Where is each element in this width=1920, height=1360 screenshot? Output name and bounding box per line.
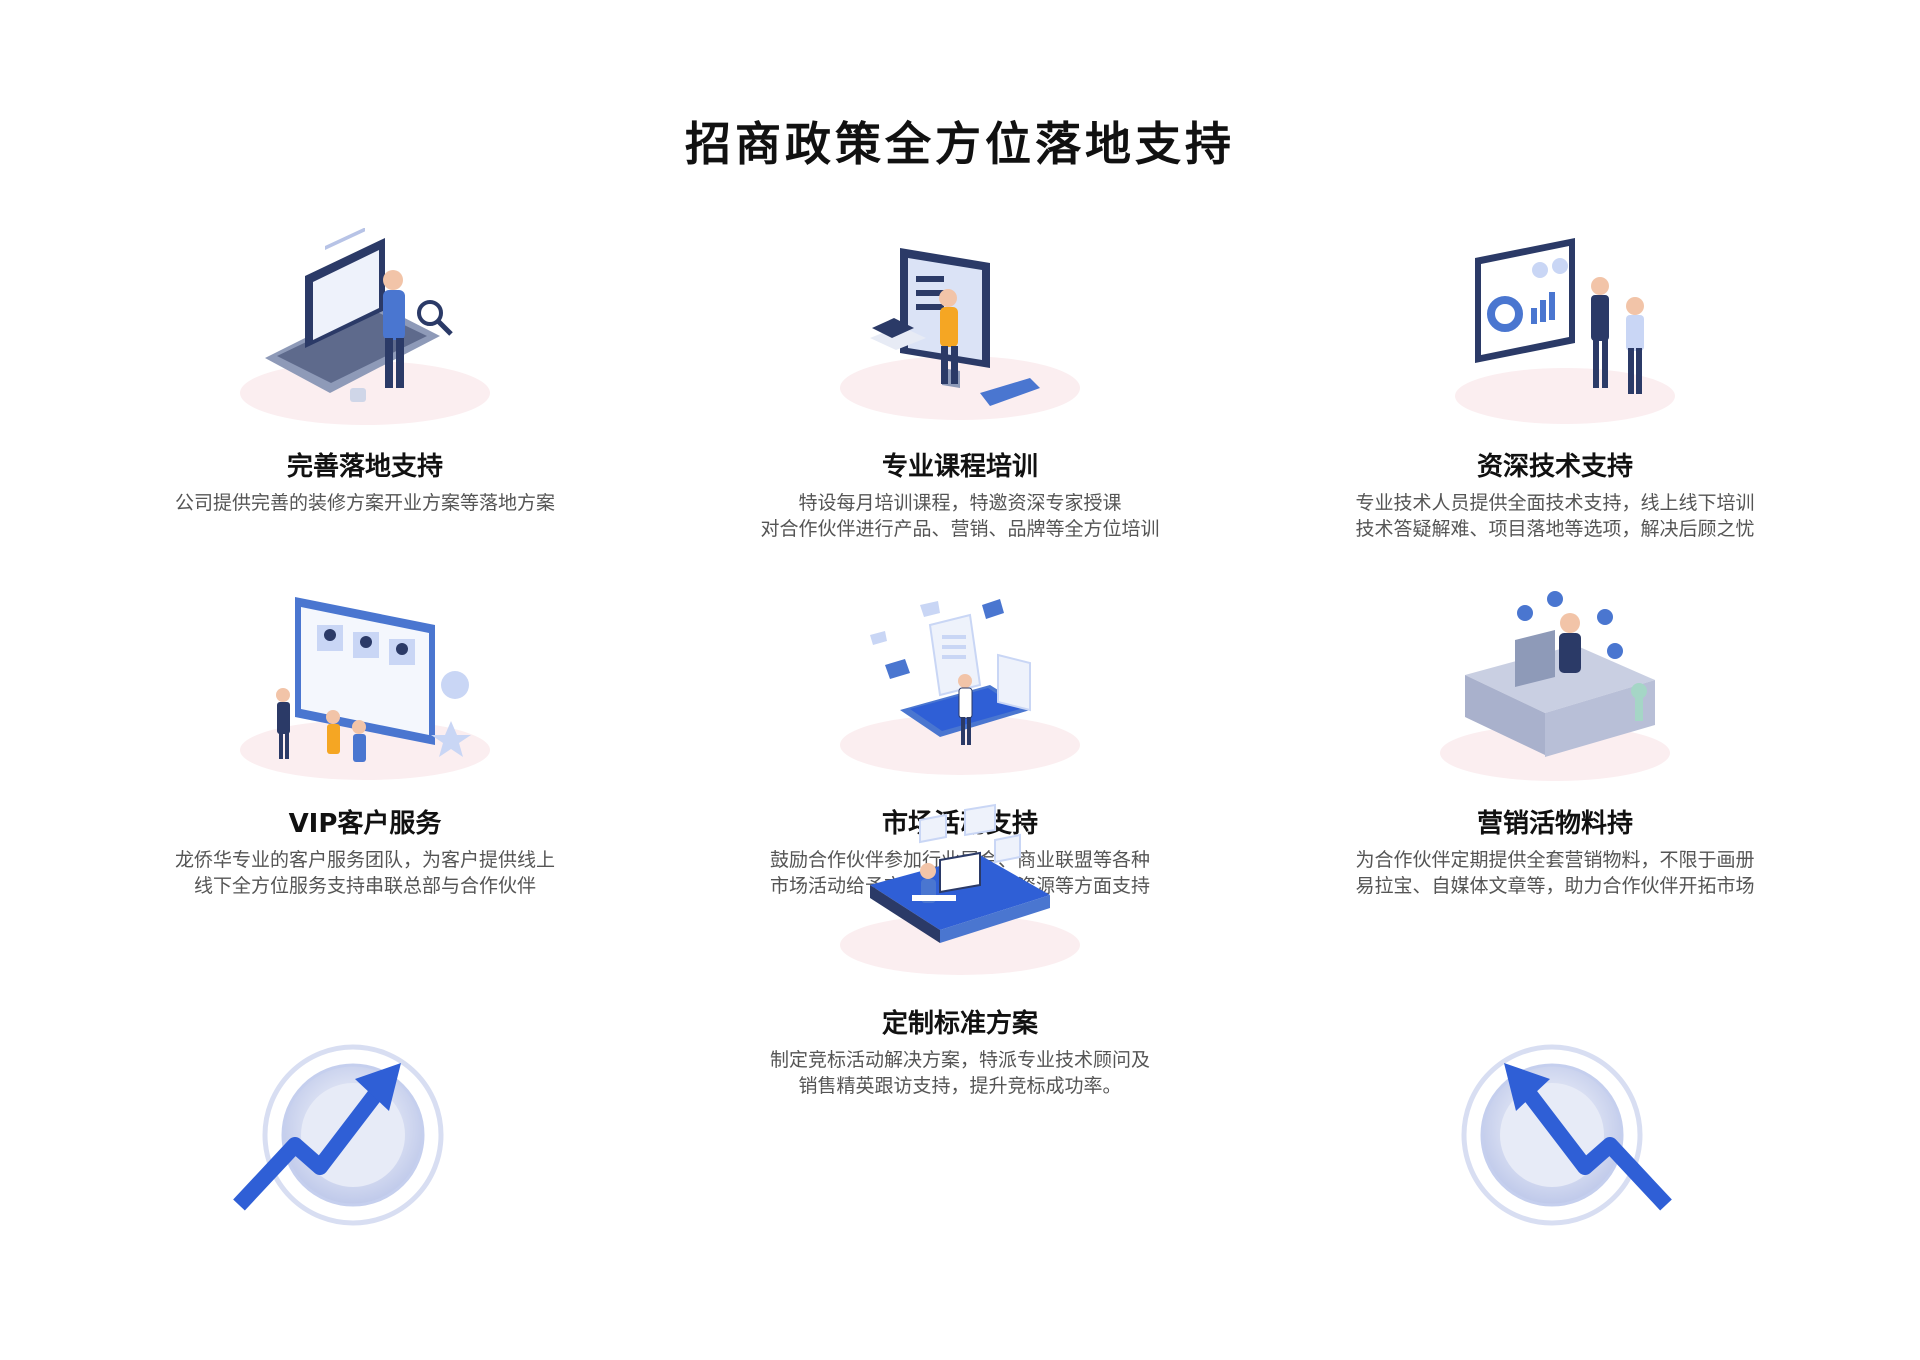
- desk-materials-icon: [1255, 585, 1855, 785]
- card-title: 完善落地支持: [286, 452, 443, 482]
- card-title: 营销活物料持: [1476, 809, 1633, 839]
- training-monitor-icon: [660, 228, 1260, 428]
- marketing-mail-icon: [660, 585, 1260, 785]
- card-tech-support: 资深技术支持 专业技术人员提供全面技术支持，线上线下培训 技术答疑解难、项目落地…: [1255, 228, 1855, 542]
- card-training: 专业课程培训 特设每月培训课程，特邀资深专家授课 对合作伙伴进行产品、营销、品牌…: [660, 228, 1260, 542]
- card-title: VIP客户服务: [288, 809, 442, 839]
- page-title: 招商政策全方位落地支持: [685, 117, 1235, 171]
- card-title: 资深技术支持: [1476, 452, 1633, 482]
- laptop-analysis-icon: [65, 228, 665, 428]
- card-landing-support: 完善落地支持 公司提供完善的装修方案开业方案等落地方案: [65, 228, 665, 516]
- card-custom-plan: 定制标准方案 制定竞标活动解决方案，特派专业技术顾问及 销售精英跟访支持，提升竞…: [660, 803, 1260, 1099]
- card-title: 定制标准方案: [881, 1009, 1038, 1039]
- card-desc: 为合作伙伴定期提供全套营销物料，不限于画册 易拉宝、自媒体文章等，助力合作伙伴开…: [1355, 849, 1755, 897]
- card-desc: 龙侨华专业的客户服务团队，为客户提供线上 线下全方位服务支持串联总部与合作伙伴: [174, 849, 555, 897]
- tech-presentation-icon: [1255, 228, 1855, 428]
- card-title: 专业课程培训: [881, 452, 1038, 482]
- card-desc: 特设每月培训课程，特邀资深专家授课 对合作伙伴进行产品、营销、品牌等全方位培训: [760, 492, 1160, 540]
- card-desc: 制定竞标活动解决方案，特派专业技术顾问及 销售精英跟访支持，提升竞标成功率。: [769, 1049, 1150, 1097]
- card-title: 市场活动支持: [881, 809, 1038, 839]
- card-vip-service: VIP客户服务 龙侨华专业的客户服务团队，为客户提供线上 线下全方位服务支持串联…: [65, 585, 665, 899]
- customer-service-icon: [65, 585, 665, 785]
- custom-plan-icon: [660, 785, 1260, 985]
- card-desc: 公司提供完善的装修方案开业方案等落地方案: [174, 492, 555, 514]
- growth-arrow-right-icon: [1440, 1035, 1680, 1239]
- card-desc: 专业技术人员提供全面技术支持，线上线下培训 技术答疑解难、项目落地等选项，解决后…: [1355, 492, 1755, 540]
- card-marketing-materials: 营销活物料持 为合作伙伴定期提供全套营销物料，不限于画册 易拉宝、自媒体文章等，…: [1255, 585, 1855, 899]
- growth-arrow-left-icon: [225, 1035, 465, 1239]
